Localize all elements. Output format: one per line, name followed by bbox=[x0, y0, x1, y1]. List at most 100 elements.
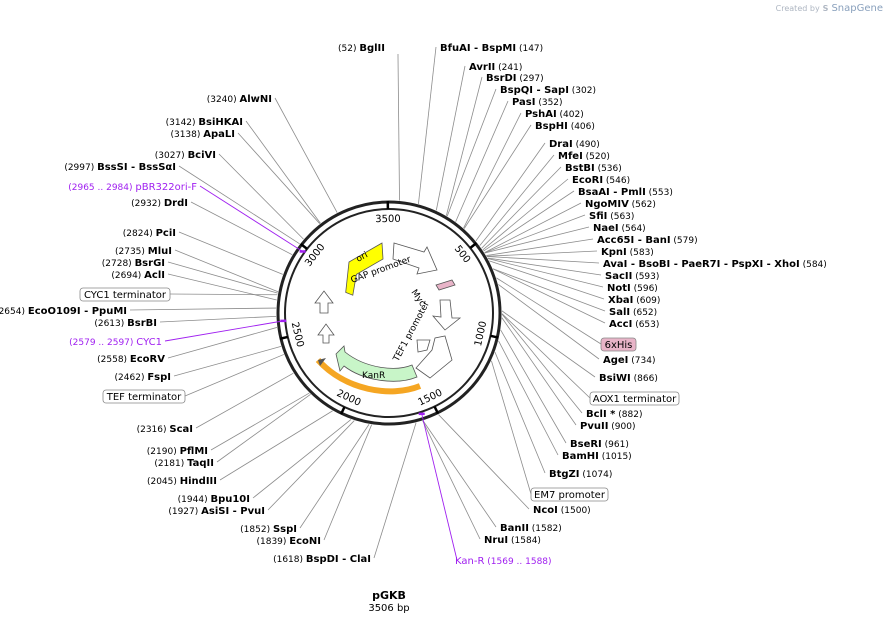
site-label[interactable]: BsaAI - PmlI (553) bbox=[578, 187, 673, 198]
tef1-promoter-head[interactable] bbox=[432, 299, 462, 331]
site-sspi[interactable]: (1852) SspI bbox=[240, 524, 297, 535]
site-bspdi[interactable]: (1618) BspDI - ClaI bbox=[273, 554, 371, 565]
site-sali[interactable]: SalI (652) bbox=[609, 307, 657, 318]
site-avai[interactable]: AvaI - BsoBI - PaeR7I - PspXI - XhoI (58… bbox=[603, 259, 827, 270]
site-label[interactable]: (2997) BssSI - BssSαI bbox=[64, 162, 176, 173]
feature-orf[interactable] bbox=[315, 357, 422, 395]
site-pvuii[interactable]: PvuII (900) bbox=[580, 421, 635, 432]
site-ecoo109i[interactable]: (2654) EcoO109I - PpuMI bbox=[0, 306, 127, 317]
site-label[interactable]: BspHI (406) bbox=[535, 121, 595, 132]
site-bcli[interactable]: BclI * (882) bbox=[586, 409, 642, 420]
site-nrui[interactable]: NruI (1584) bbox=[484, 535, 541, 546]
ori-arrow[interactable] bbox=[345, 242, 384, 296]
feature-tef1-promoter[interactable]: TEF1 promoter bbox=[391, 299, 462, 379]
site-label[interactable]: (2824) PciI bbox=[123, 228, 176, 239]
site-bsssi[interactable]: (2997) BssSI - BssSαI bbox=[64, 162, 176, 173]
site-label[interactable]: NruI (1584) bbox=[484, 535, 541, 546]
site-label[interactable]: BsrDI (297) bbox=[486, 73, 544, 84]
feature-box-aox1-terminator[interactable]: AOX1 terminator bbox=[501, 313, 680, 406]
site-taqii[interactable]: (2181) TaqII bbox=[154, 458, 214, 469]
site-sacii[interactable]: SacII (593) bbox=[605, 271, 659, 282]
site-hindiii[interactable]: (2045) HindIII bbox=[147, 476, 217, 487]
site-label[interactable]: BstBI (536) bbox=[565, 163, 622, 174]
site-label[interactable]: (1927) AsiSI - PvuI bbox=[168, 506, 265, 517]
site-label[interactable]: PvuII (900) bbox=[580, 421, 635, 432]
site-label[interactable]: (2045) HindIII bbox=[147, 476, 217, 487]
feature-box-label[interactable]: 6xHis bbox=[605, 340, 633, 351]
site-bfuai[interactable]: BfuAI - BspMI (147)(52) BglII bbox=[338, 43, 543, 54]
site-bglii[interactable]: (52) BglII bbox=[338, 43, 385, 54]
site-label[interactable]: (1852) SspI bbox=[240, 524, 297, 535]
site-label[interactable]: (1618) BspDI - ClaI bbox=[273, 554, 371, 565]
site-label[interactable]: NaeI (564) bbox=[593, 223, 646, 234]
site-bsrgi[interactable]: (2728) BsrGI bbox=[102, 258, 165, 269]
site-bspqi[interactable]: BspQI - SapI (302) bbox=[500, 85, 596, 96]
site-label[interactable]: SacII (593) bbox=[605, 271, 659, 282]
site-label[interactable]: BseRI (961) bbox=[570, 439, 629, 450]
site-bamhi[interactable]: BamHI (1015) bbox=[562, 451, 632, 462]
site-label[interactable]: (3027) BciVI bbox=[155, 150, 216, 161]
site-acc65i[interactable]: Acc65I - BanI (579) bbox=[597, 235, 698, 246]
site-fspi[interactable]: (2462) FspI bbox=[115, 372, 171, 383]
site-label[interactable]: (2932) DrdI bbox=[131, 198, 188, 209]
site-drdi[interactable]: (2932) DrdI bbox=[131, 198, 188, 209]
site-xbai[interactable]: XbaI (609) bbox=[608, 295, 660, 306]
site-bseri[interactable]: BseRI (961) bbox=[570, 439, 629, 450]
feature-box-cyc1-terminator[interactable]: CYC1 terminator bbox=[79, 287, 278, 302]
site-label[interactable]: Acc65I - BanI (579) bbox=[597, 235, 698, 246]
site-bsihkai[interactable]: (3142) BsiHKAI bbox=[166, 117, 243, 128]
site-sfii[interactable]: SfiI (563) bbox=[589, 211, 634, 222]
site-label[interactable]: PshAI (402) bbox=[525, 109, 584, 120]
feature-kanr[interactable]: KanR bbox=[335, 345, 418, 382]
site-label[interactable]: AvaI - BsoBI - PaeR7I - PspXI - XhoI (58… bbox=[603, 259, 827, 270]
site-label[interactable]: (2558) EcoRV bbox=[97, 354, 165, 365]
site-pflmi[interactable]: (2190) PflMI bbox=[147, 446, 208, 457]
site-bsrdi[interactable]: BsrDI (297) bbox=[486, 73, 544, 84]
site-bsrbi[interactable]: (2613) BsrBI bbox=[94, 318, 157, 329]
site-label[interactable]: (3142) BsiHKAI bbox=[166, 117, 243, 128]
site-label[interactable]: BtgZI (1074) bbox=[549, 469, 612, 480]
primer-label[interactable]: (2965 .. 2984) pBR322ori-F bbox=[68, 182, 197, 193]
primer-pbr322ori-f[interactable]: (2965 .. 2984) pBR322ori-F bbox=[68, 182, 306, 253]
feature-box-6xhis[interactable]: 6xHis bbox=[496, 277, 637, 352]
site-label[interactable]: BclI * (882) bbox=[586, 409, 642, 420]
feature-box-em7-promoter[interactable]: EM7 promoter bbox=[491, 360, 609, 502]
site-label[interactable]: (3240) AlwNI bbox=[207, 94, 272, 105]
site-agei[interactable]: AgeI (734) bbox=[603, 355, 655, 366]
site-ngomiv[interactable]: NgoMIV (562) bbox=[585, 199, 656, 210]
site-ncoi[interactable]: NcoI (1500) bbox=[533, 505, 591, 516]
kanr-arrow[interactable] bbox=[335, 345, 418, 382]
site-label[interactable]: (2735) MluI bbox=[115, 246, 172, 257]
site-label[interactable]: NgoMIV (562) bbox=[585, 199, 656, 210]
site-label[interactable]: (3138) ApaLI bbox=[170, 129, 235, 140]
site-bpu10i[interactable]: (1944) Bpu10I bbox=[178, 494, 250, 505]
site-scai[interactable]: (2316) ScaI bbox=[137, 424, 193, 435]
site-label[interactable]: (2654) EcoO109I - PpuMI bbox=[0, 306, 127, 317]
site-bsiwi[interactable]: BsiWI (866) bbox=[599, 373, 658, 384]
site-label[interactable]: BamHI (1015) bbox=[562, 451, 632, 462]
site-label[interactable]: BsiWI (866) bbox=[599, 373, 658, 384]
site-ecorv[interactable]: (2558) EcoRV bbox=[97, 354, 165, 365]
gap-promoter-arrow[interactable] bbox=[392, 242, 438, 275]
site-label[interactable]: AgeI (734) bbox=[603, 355, 655, 366]
tef1-promoter-body[interactable] bbox=[415, 335, 453, 379]
site-label[interactable]: (2462) FspI bbox=[115, 372, 171, 383]
site-pcii[interactable]: (2824) PciI bbox=[123, 228, 176, 239]
site-btgzi[interactable]: BtgZI (1074) bbox=[549, 469, 612, 480]
site-label[interactable]: DraI (490) bbox=[549, 139, 600, 150]
site-label[interactable]: (2190) PflMI bbox=[147, 446, 208, 457]
site-pshai[interactable]: PshAI (402) bbox=[525, 109, 584, 120]
site-avrii[interactable]: AvrII (241) bbox=[469, 62, 522, 73]
site-kpni[interactable]: KpnI (583) bbox=[601, 247, 654, 258]
site-econi[interactable]: (1839) EcoNI bbox=[256, 536, 321, 547]
site-label[interactable]: (2181) TaqII bbox=[154, 458, 214, 469]
feature-box-tef-terminator[interactable]: TEF terminator bbox=[102, 354, 285, 404]
site-label[interactable]: (2728) BsrGI bbox=[102, 258, 165, 269]
feature-box-label[interactable]: TEF terminator bbox=[106, 392, 182, 403]
site-mlui[interactable]: (2735) MluI bbox=[115, 246, 172, 257]
site-label[interactable]: MfeI (520) bbox=[558, 151, 610, 162]
site-label[interactable]: AvrII (241) bbox=[469, 62, 522, 73]
site-mfei[interactable]: MfeI (520) bbox=[558, 151, 610, 162]
feature-box-label[interactable]: CYC1 terminator bbox=[84, 290, 167, 301]
site-acli[interactable]: (2694) AclI bbox=[111, 270, 165, 281]
